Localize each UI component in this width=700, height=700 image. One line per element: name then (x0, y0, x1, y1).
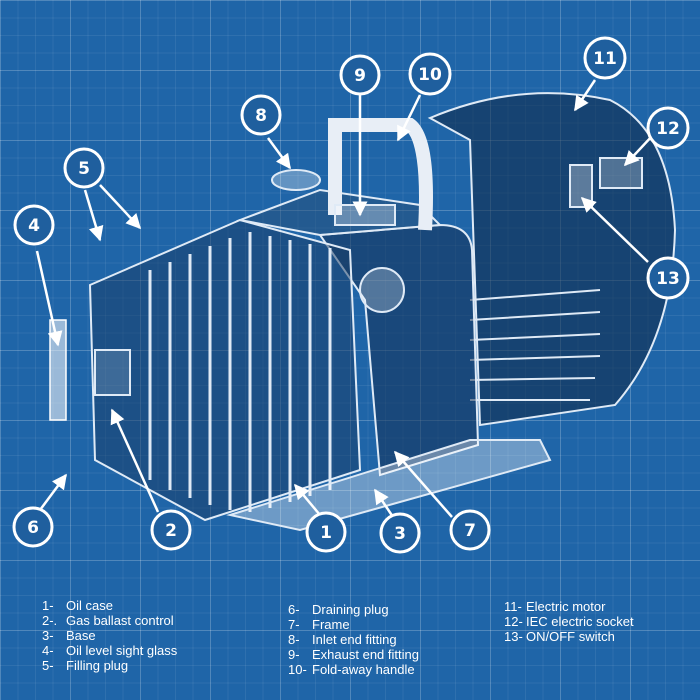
leader-8 (266, 137, 292, 170)
callout-12: 12 (646, 106, 690, 150)
callout-8-label: 8 (255, 106, 267, 126)
oil-case-fins (148, 232, 332, 512)
oil-level-sight-glass (49, 319, 67, 421)
legend-num: 12- (504, 614, 523, 629)
motor-fins (469, 289, 601, 401)
leader-lines (35, 79, 654, 518)
legend-num: 10- (288, 662, 307, 677)
inlet-fitting (271, 169, 321, 191)
legend-item: 11- Electric motor (504, 599, 634, 614)
leader-12 (623, 134, 654, 167)
gauge (359, 267, 405, 313)
callout-10: 10 (408, 52, 452, 96)
leader-7 (394, 450, 453, 518)
legend-column-1: 1- Oil case 2-. Gas ballast control 3- Base… (42, 598, 177, 673)
legend-label: Frame (312, 617, 350, 632)
legend-label: Oil level sight glass (66, 643, 178, 658)
callout-11: 11 (583, 36, 627, 80)
leader-3 (373, 488, 395, 518)
legend-column-3: 11- Electric motor 12-IEC electric socket… (504, 599, 634, 644)
callout-7-label: 7 (464, 521, 476, 541)
legend-item: 2-. Gas ballast control (42, 613, 177, 628)
legend-item: 5- Filling plug (42, 658, 177, 673)
callout-1-label: 1 (320, 523, 332, 543)
callout-9: 9 (339, 54, 381, 96)
legend-num: 6- (288, 602, 300, 617)
legend-num: 11- (504, 599, 522, 614)
leader-10 (396, 94, 422, 142)
leader-11 (573, 79, 597, 112)
pump-illustration (88, 92, 677, 532)
leader-4 (35, 250, 63, 347)
legend-item: 8- Inlet end fitting (288, 632, 419, 647)
legend-label: IEC electric socket (526, 614, 634, 629)
exhaust-fitting (334, 204, 396, 226)
leader-6 (38, 473, 68, 511)
leader-5a (83, 189, 104, 242)
legend-item: 3- Base (42, 628, 177, 643)
legend-label: Exhaust end fitting (312, 647, 419, 662)
legend-item: 9- Exhaust end fitting (288, 647, 419, 662)
legend-num: 1- (42, 598, 54, 613)
legend-column-2: 6- Draining plug 7- Frame 8- Inlet end fitt… (288, 602, 419, 677)
legend-num: 5- (42, 658, 54, 673)
legend-label: Filling plug (66, 658, 129, 673)
callout-6-label: 6 (27, 518, 39, 538)
legend-num: 7- (288, 617, 300, 632)
legend-num: 9- (288, 647, 300, 662)
callout-3-label: 3 (394, 524, 406, 544)
legend-item: 13-ON/OFF switch (504, 629, 634, 644)
callout-12-label: 12 (656, 119, 680, 139)
callout-2: 2 (150, 509, 192, 551)
motor-body (427, 92, 677, 427)
callout-2-label: 2 (165, 521, 177, 541)
callout-5: 5 (63, 147, 105, 189)
callout-5-label: 5 (78, 159, 90, 179)
callout-8: 8 (240, 94, 282, 136)
leader-2 (110, 408, 160, 513)
legend-num: 3- (42, 628, 54, 643)
motor-socket (599, 157, 643, 189)
leader-1 (294, 483, 321, 516)
legend-num: 2-. (42, 613, 58, 628)
callout-13-label: 13 (656, 269, 680, 289)
callout-10-label: 10 (418, 65, 442, 85)
callout-3: 3 (379, 512, 421, 554)
callout-13: 13 (646, 256, 690, 300)
legend-item: 10- Fold-away handle (288, 662, 419, 677)
legend-label: Base (66, 628, 96, 643)
legend-item: 6- Draining plug (288, 602, 419, 617)
legend-label: Fold-away handle (312, 662, 415, 677)
motor-switch (569, 164, 593, 208)
legend-label: Gas ballast control (66, 613, 174, 628)
callout-4-label: 4 (28, 216, 40, 236)
callout-11-label: 11 (593, 49, 617, 69)
legend-label: Electric motor (526, 599, 606, 614)
legend-label: Inlet end fitting (312, 632, 397, 647)
legend-num: 8- (288, 632, 300, 647)
legend-item: 1- Oil case (42, 598, 177, 613)
legend-item: 12-IEC electric socket (504, 614, 634, 629)
leader-5b (99, 184, 142, 230)
legend-label: Draining plug (312, 602, 389, 617)
leader-13 (580, 196, 649, 263)
legend-item: 4- Oil level sight glass (42, 643, 177, 658)
callout-4: 4 (13, 204, 55, 246)
callout-1: 1 (305, 511, 347, 553)
legend-item: 7- Frame (288, 617, 419, 632)
legend-label: Oil case (66, 598, 113, 613)
legend-label: ON/OFF switch (526, 629, 615, 644)
legend-num: 13- (504, 629, 523, 644)
callout-9-label: 9 (354, 66, 366, 86)
pump-base (226, 439, 552, 532)
front-sight-glass (94, 349, 131, 396)
callout-6: 6 (12, 506, 54, 548)
callout-7: 7 (449, 509, 491, 551)
legend-num: 4- (42, 643, 54, 658)
